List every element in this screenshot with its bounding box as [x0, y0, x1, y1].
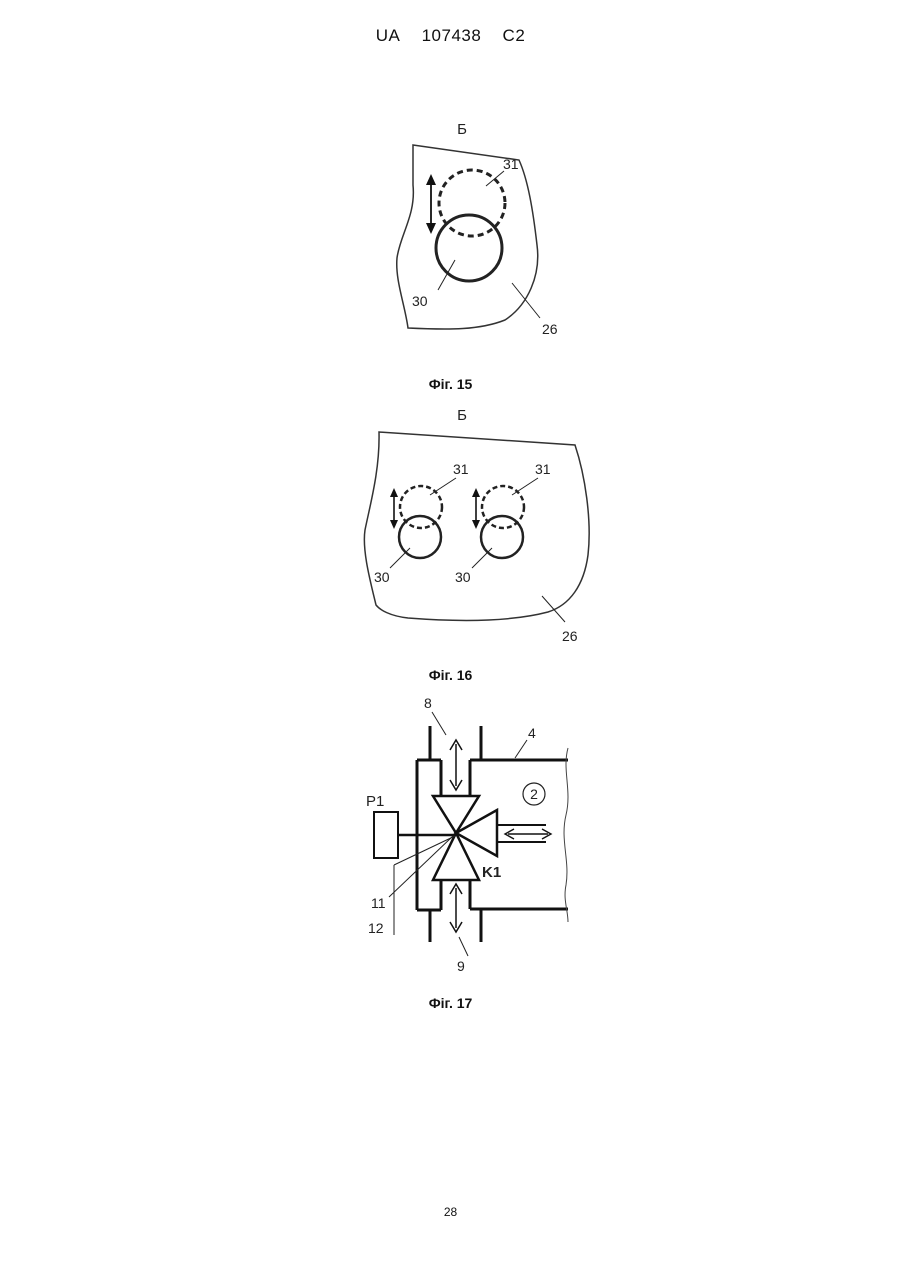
fig15-vertical-arrow — [426, 174, 436, 234]
fig16-label-31-left: 31 — [453, 461, 469, 477]
fig16-label-31-right: 31 — [535, 461, 551, 477]
figure-17: P1 2 8 4 K1 11 12 9 — [0, 690, 901, 980]
figure-15-caption: Фіг. 15 — [0, 376, 901, 392]
fig17-bottom-double-arrow — [450, 884, 462, 932]
fig17-top-double-arrow — [450, 740, 462, 790]
fig16-label-26: 26 — [562, 628, 578, 644]
fig17-horizontal-double-arrow — [505, 829, 551, 839]
fig17-label-11: 11 — [371, 895, 386, 911]
fig15-leader-26 — [512, 283, 540, 318]
fig17-label-p1: P1 — [366, 793, 384, 810]
fig17-label-9: 9 — [457, 958, 465, 974]
fig15-label-31: 31 — [503, 156, 519, 172]
fig17-break-line — [564, 748, 568, 922]
figure-16-drawing: Б 31 30 31 30 26 — [0, 400, 901, 660]
figure-17-caption: Фіг. 17 — [0, 995, 901, 1011]
fig15-label-30: 30 — [412, 293, 428, 309]
fig17-label-12: 12 — [368, 920, 384, 936]
figure-15: Б 31 30 26 — [0, 0, 901, 400]
fig17-label-2: 2 — [530, 786, 538, 802]
figure-16-caption: Фіг. 16 — [0, 667, 901, 683]
fig16-right-solid-circle — [481, 516, 523, 558]
fig17-label-k1: K1 — [482, 864, 501, 881]
figure-16: Б 31 30 31 30 26 — [0, 400, 901, 660]
fig15-solid-circle — [436, 215, 502, 281]
fig16-leader-26 — [542, 596, 565, 622]
fig16-leader-31-left — [430, 478, 456, 495]
fig16-label-30-right: 30 — [455, 569, 471, 585]
figure-15-drawing: Б 31 30 26 — [0, 0, 901, 400]
figure-17-drawing: P1 2 8 4 K1 11 12 9 — [0, 690, 901, 980]
fig16-left-solid-circle — [399, 516, 441, 558]
fig17-label-8: 8 — [424, 695, 432, 711]
fig17-leader-9 — [459, 937, 468, 956]
fig17-label-4: 4 — [528, 725, 536, 741]
fig16-left-arrow — [390, 488, 398, 529]
fig17-p1-box — [374, 812, 398, 858]
fig16-leader-30-left — [390, 548, 410, 568]
page-number: 28 — [0, 1205, 901, 1219]
fig16-label-30-left: 30 — [374, 569, 390, 585]
fig16-leader-31-right — [512, 478, 538, 495]
fig15-label-26: 26 — [542, 321, 558, 337]
fig16-view-label: Б — [457, 407, 467, 424]
fig17-leader-8 — [432, 712, 446, 735]
fig16-right-arrow — [472, 488, 480, 529]
fig16-leader-30-right — [472, 548, 492, 568]
fig15-view-label: Б — [457, 121, 467, 138]
fig17-leader-4 — [515, 740, 527, 758]
